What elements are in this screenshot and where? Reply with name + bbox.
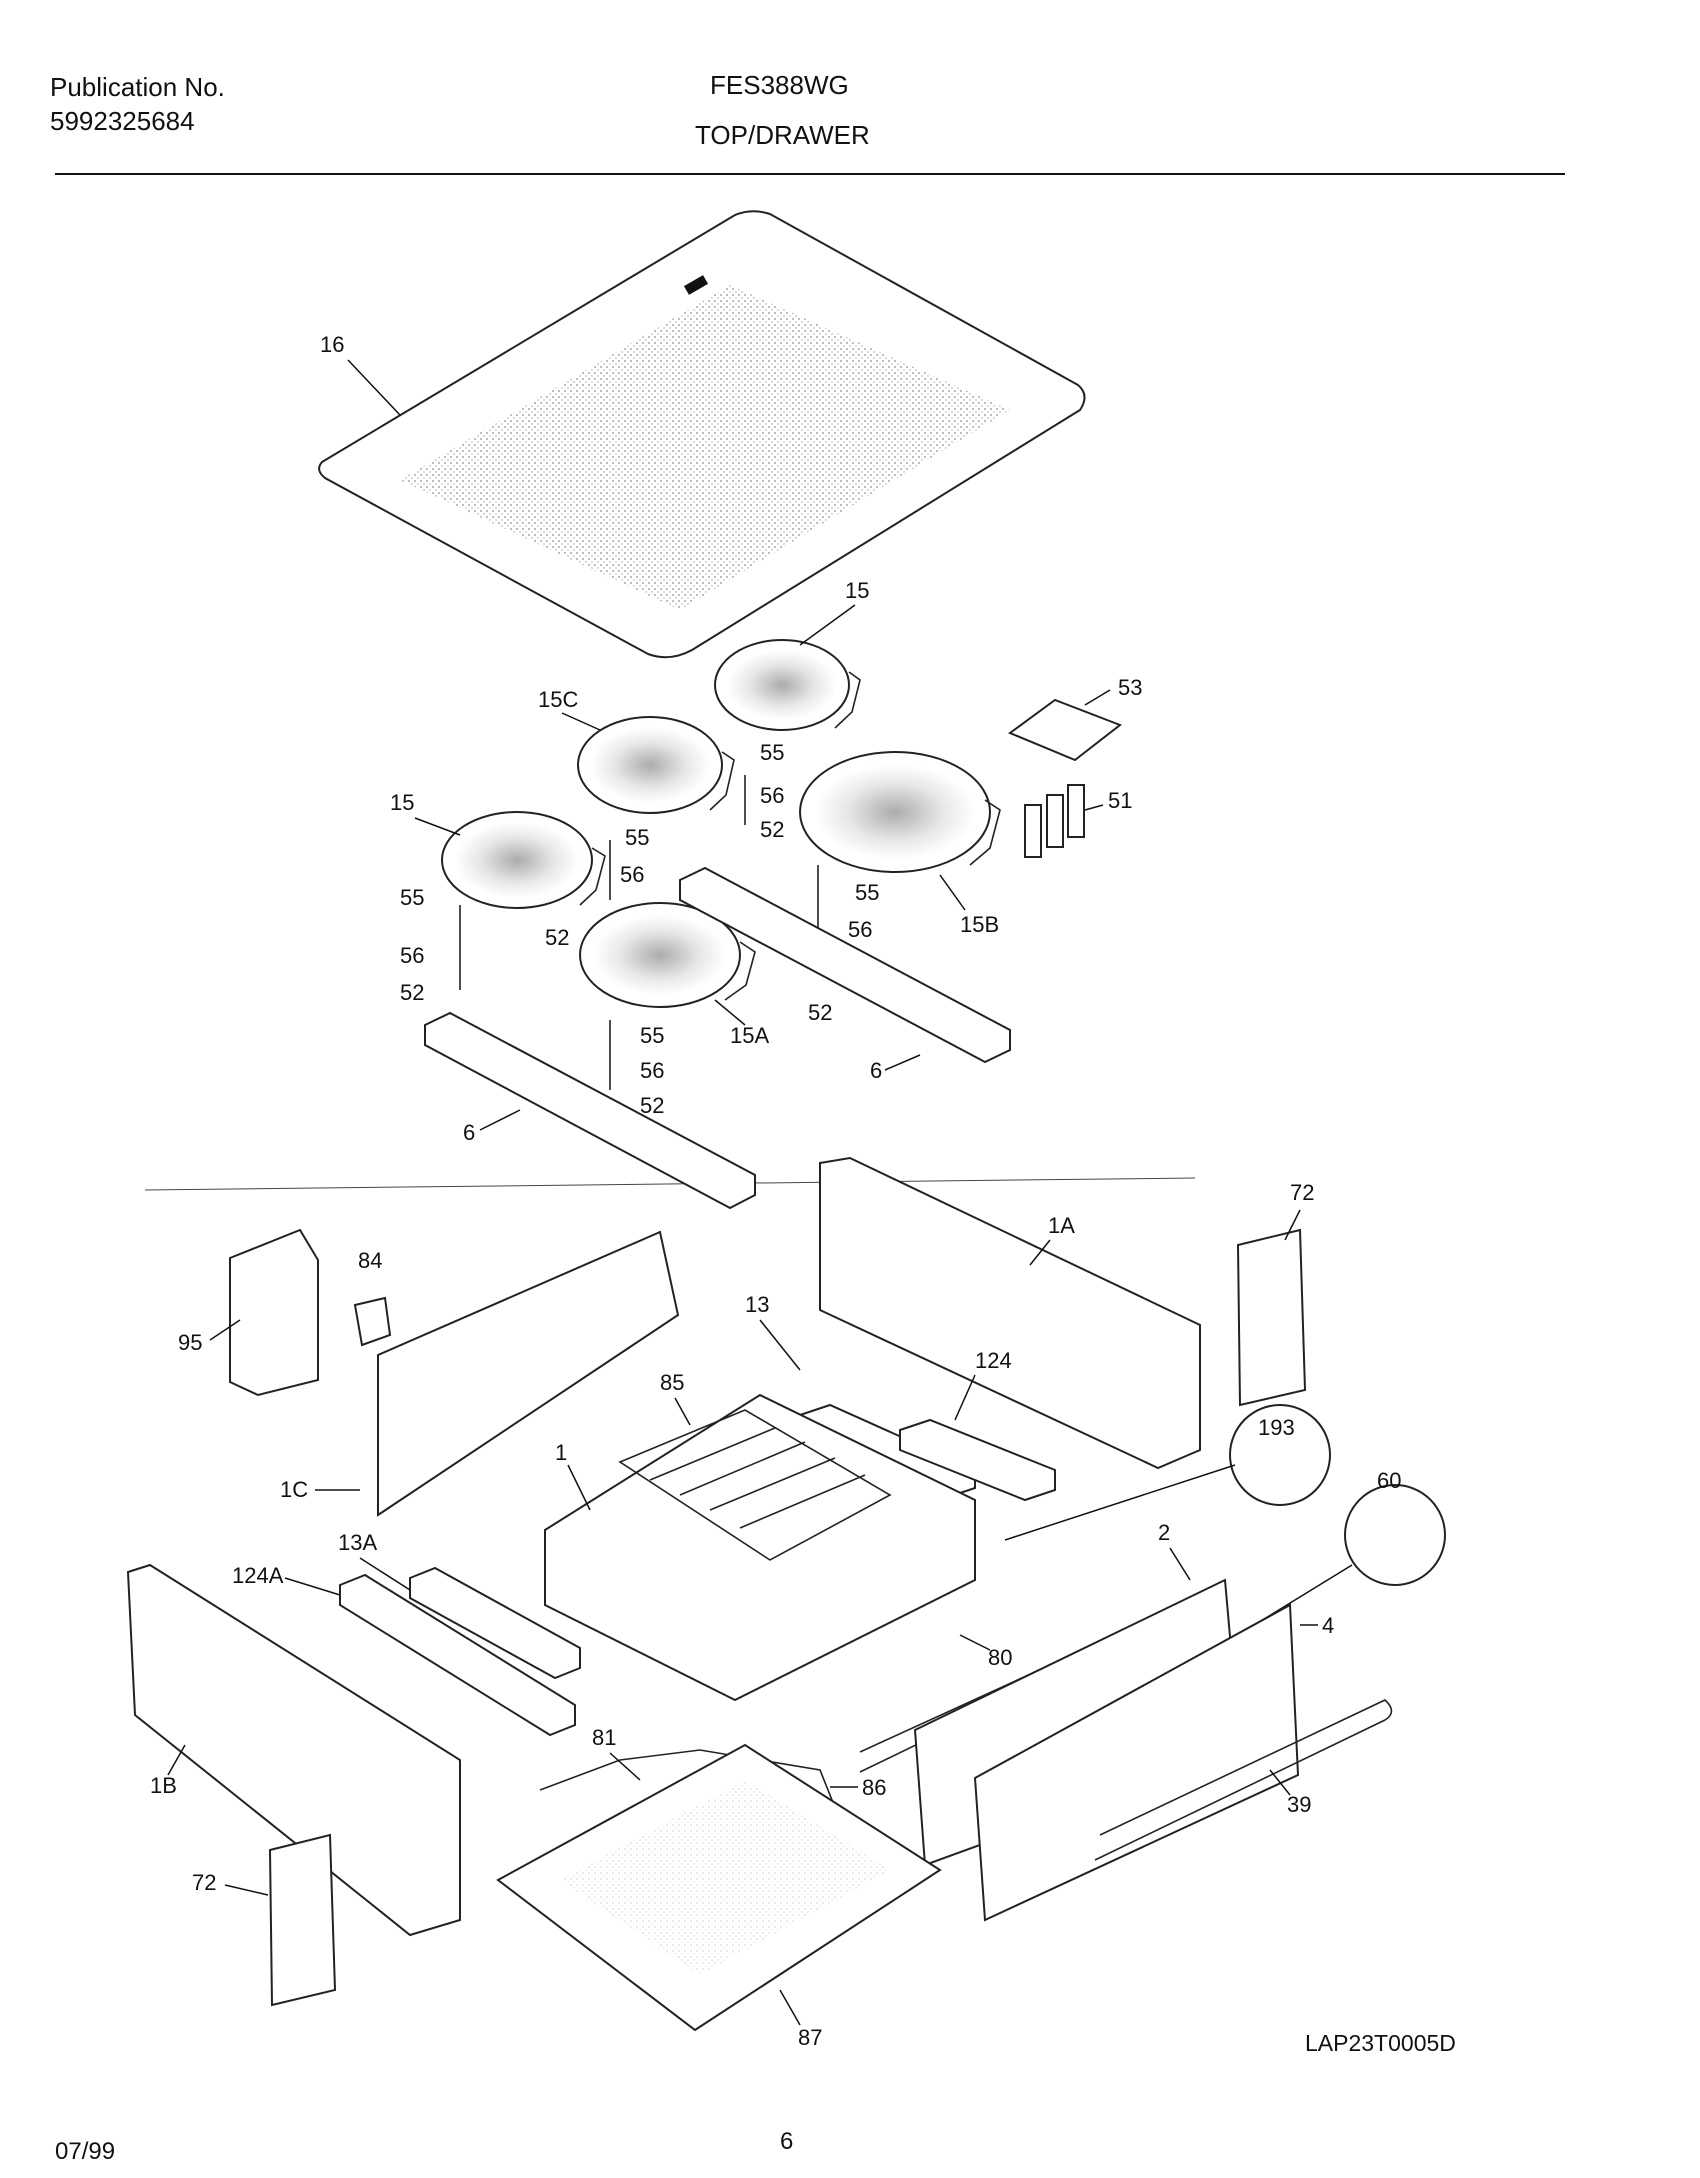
callout-15-left: 15 <box>390 790 414 815</box>
callout-55-b: 55 <box>625 825 649 850</box>
callout-4: 4 <box>1322 1613 1334 1638</box>
callout-60: 60 <box>1377 1468 1401 1493</box>
callout-15-rear: 15 <box>845 578 869 603</box>
callout-124: 124 <box>975 1348 1012 1373</box>
callout-1c: 1C <box>280 1477 308 1502</box>
callout-52-c: 52 <box>400 980 424 1005</box>
detail-193 <box>1229 1404 1331 1506</box>
bracket-72-lower <box>268 1833 337 2007</box>
slide-rail-124 <box>899 1418 1056 1502</box>
callout-72-upper: 72 <box>1290 1180 1314 1205</box>
callout-55-d: 55 <box>855 880 879 905</box>
model-number: FES388WG <box>710 70 849 100</box>
callout-56-d: 56 <box>400 943 424 968</box>
bracket-72-upper <box>1236 1228 1307 1407</box>
callout-87: 87 <box>798 2025 822 2050</box>
drawer-slide-13a <box>409 1566 581 1680</box>
callout-15b: 15B <box>960 912 999 937</box>
drawer-front-4 <box>973 1603 1300 1922</box>
callout-1: 1 <box>555 1440 567 1465</box>
callout-86: 86 <box>862 1775 886 1800</box>
surface-element-15-left <box>441 811 606 909</box>
publication-label: Publication No. <box>50 72 225 102</box>
callout-1a: 1A <box>1048 1213 1075 1238</box>
callout-16: 16 <box>320 332 344 357</box>
callout-52-e: 52 <box>640 1093 664 1118</box>
callout-6-right: 6 <box>870 1058 882 1083</box>
slide-rail-124a <box>339 1573 576 1737</box>
surface-element-15-rear-right <box>714 639 861 731</box>
callout-52-d: 52 <box>808 1000 832 1025</box>
clip-84 <box>353 1296 392 1347</box>
callout-6-left: 6 <box>463 1120 475 1145</box>
callout-13a: 13A <box>338 1530 377 1555</box>
callout-52-b: 52 <box>545 925 569 950</box>
callout-56-a: 56 <box>760 783 784 808</box>
drawer-box-1 <box>544 1393 976 1702</box>
rail-6-right <box>679 866 1011 1064</box>
callout-53: 53 <box>1118 675 1142 700</box>
callout-55-e: 55 <box>640 1023 664 1048</box>
callout-56-e: 56 <box>640 1058 664 1083</box>
diagram-id: LAP23T0005D <box>1305 2030 1456 2056</box>
callout-39: 39 <box>1287 1792 1311 1817</box>
callout-52-a: 52 <box>760 817 784 842</box>
callout-124a: 124A <box>232 1563 284 1588</box>
callout-55-a: 55 <box>760 740 784 765</box>
section-title: TOP/DRAWER <box>695 120 870 150</box>
callout-80: 80 <box>988 1645 1012 1670</box>
section-divider <box>144 1177 1196 1191</box>
publication-date: 07/99 <box>55 2138 116 2165</box>
panel-95 <box>229 1228 319 1397</box>
publication-number: 5992325684 <box>50 106 195 136</box>
callout-55-c: 55 <box>400 885 424 910</box>
surface-element-15a <box>579 902 756 1008</box>
switch-bracket <box>1007 698 1123 762</box>
callout-51: 51 <box>1108 788 1132 813</box>
callout-193: 193 <box>1258 1415 1295 1440</box>
page-number: 6 <box>780 2128 794 2155</box>
callout-84: 84 <box>358 1248 382 1273</box>
callout-56-b: 56 <box>620 862 644 887</box>
callout-72-lower: 72 <box>192 1870 216 1895</box>
callout-1b: 1B <box>150 1773 177 1798</box>
callout-15a: 15A <box>730 1023 769 1048</box>
handle-39 <box>1094 1699 1393 1861</box>
callout-81: 81 <box>592 1725 616 1750</box>
cooktop-glass <box>318 210 1086 659</box>
callout-13: 13 <box>745 1292 769 1317</box>
callout-labels: 16 15 15C 55 53 56 52 51 15 55 56 55 55 … <box>150 332 1401 2050</box>
callout-2: 2 <box>1158 1520 1170 1545</box>
callout-95: 95 <box>178 1330 202 1355</box>
side-panel-1c <box>377 1230 680 1517</box>
rear-panel-1a <box>819 1156 1201 1470</box>
detail-60 <box>1344 1484 1446 1586</box>
surface-element-15b <box>799 751 1001 873</box>
infinite-switches <box>1024 784 1085 858</box>
rail-6-left <box>424 1011 756 1210</box>
callout-15c: 15C <box>538 687 578 712</box>
surface-element-15c <box>577 716 735 814</box>
callout-85: 85 <box>660 1370 684 1395</box>
rack-85 <box>618 1409 892 1561</box>
side-panel-1b <box>126 1563 461 1937</box>
callout-56-c: 56 <box>848 917 872 942</box>
